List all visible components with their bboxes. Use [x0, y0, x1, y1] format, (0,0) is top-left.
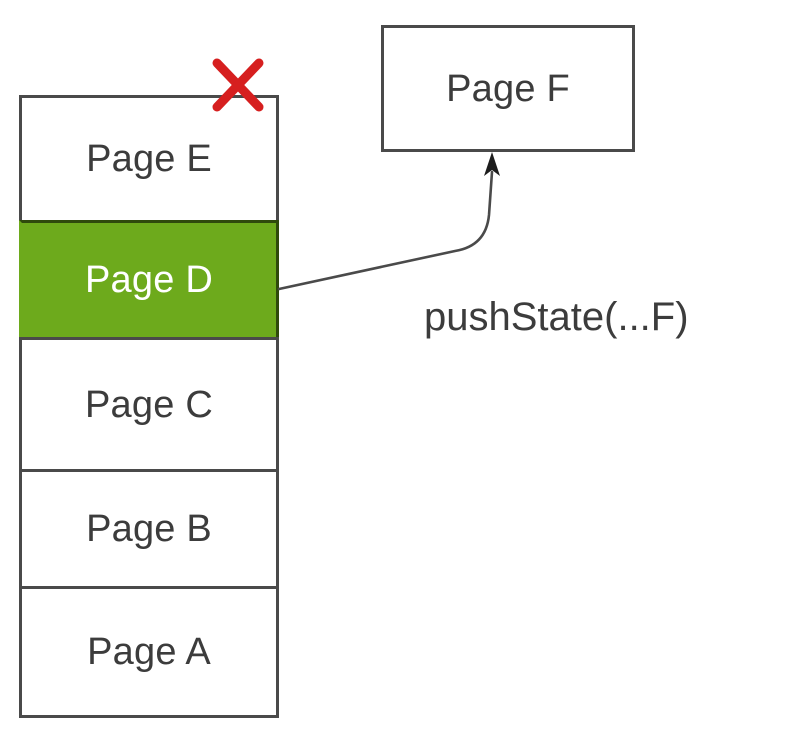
- stack-frame-label: Page C: [85, 383, 213, 426]
- pushstate-caption: pushState(...F): [424, 295, 689, 339]
- stack-frame-label: Page A: [87, 631, 211, 673]
- stack-frame-page-b[interactable]: Page B: [19, 469, 279, 589]
- stack-frame-page-a[interactable]: Page A: [19, 586, 279, 718]
- stack-frame-label: Page D: [85, 259, 213, 301]
- history-stack: Page E Page D Page C Page B Page A: [19, 95, 279, 718]
- stack-frame-label: Page E: [86, 138, 212, 180]
- stack-frame-label: Page B: [86, 508, 212, 550]
- stack-frame-page-d[interactable]: Page D: [19, 220, 279, 340]
- stack-frame-page-e[interactable]: Page E: [19, 95, 279, 223]
- stack-frame-page-c[interactable]: Page C: [19, 337, 279, 472]
- new-entry-page-f[interactable]: Page F: [381, 25, 635, 152]
- new-entry-label: Page F: [446, 67, 570, 110]
